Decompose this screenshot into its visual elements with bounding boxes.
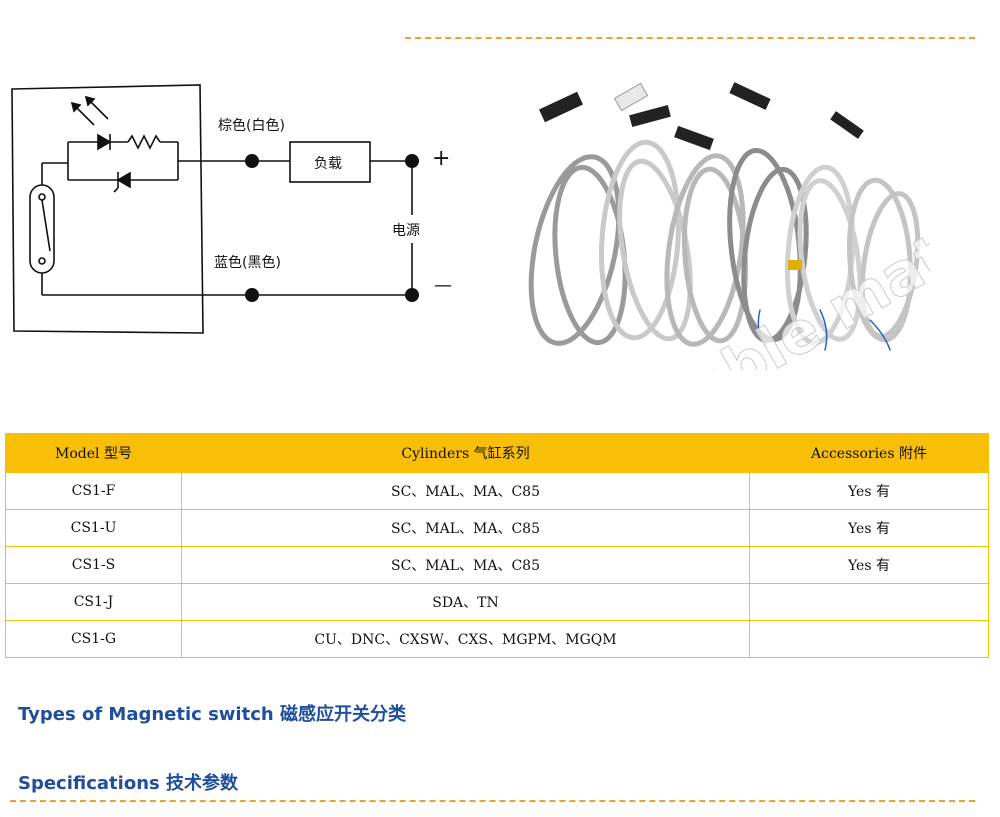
cell-accessories: Yes 有 <box>749 546 989 584</box>
cell-accessories: Yes 有 <box>749 472 989 510</box>
heading-switch-types: Types of Magnetic switch 磁感应开关分类 <box>18 704 406 725</box>
cell-model: CS1-J <box>5 583 182 621</box>
label-blue-wire: 蓝色(黑色) <box>214 254 281 271</box>
cell-model: CS1-U <box>5 509 182 547</box>
label-minus: — <box>434 275 452 296</box>
table-row: CS1-S SC、MAL、MA、C85 Yes 有 <box>5 546 989 584</box>
cell-cylinders: CU、DNC、CXSW、CXS、MGPM、MGQM <box>181 620 750 658</box>
label-load: 负载 <box>314 156 342 172</box>
cell-model: CS1-F <box>5 472 182 510</box>
cell-model: CS1-S <box>5 546 182 584</box>
cell-model: CS1-G <box>5 620 182 658</box>
cell-cylinders: SDA、TN <box>181 583 750 621</box>
table-row: CS1-F SC、MAL、MA、C85 Yes 有 <box>5 472 989 510</box>
top-dashed-divider <box>405 37 975 39</box>
header-model: Model 型号 <box>5 433 182 473</box>
cell-accessories: Yes 有 <box>749 509 989 547</box>
model-table: Model 型号 Cylinders 气缸系列 Accessories 附件 C… <box>5 433 989 658</box>
table-row: CS1-U SC、MAL、MA、C85 Yes 有 <box>5 509 989 547</box>
cell-accessories <box>749 583 989 621</box>
cell-cylinders: SC、MAL、MA、C85 <box>181 509 750 547</box>
label-plus: + <box>432 146 450 171</box>
table-header-row: Model 型号 Cylinders 气缸系列 Accessories 附件 <box>5 433 989 473</box>
header-accessories: Accessories 附件 <box>749 433 989 473</box>
cell-accessories <box>749 620 989 658</box>
table-row: CS1-J SDA、TN <box>5 583 989 621</box>
magnetic-switch-photo: shnoble matic <box>528 82 930 370</box>
heading-specifications: Specifications 技术参数 <box>18 773 238 794</box>
table-row: CS1-G CU、DNC、CXSW、CXS、MGPM、MGQM <box>5 620 989 658</box>
circuit-diagram: 棕色(白色) 蓝色(黑色) 负载 电源 + — <box>11 84 452 334</box>
bottom-dashed-divider <box>10 800 975 802</box>
header-cylinders: Cylinders 气缸系列 <box>181 433 750 473</box>
label-power: 电源 <box>392 223 420 239</box>
cell-cylinders: SC、MAL、MA、C85 <box>181 546 750 584</box>
label-brown-wire: 棕色(白色) <box>218 117 285 134</box>
cell-cylinders: SC、MAL、MA、C85 <box>181 472 750 510</box>
